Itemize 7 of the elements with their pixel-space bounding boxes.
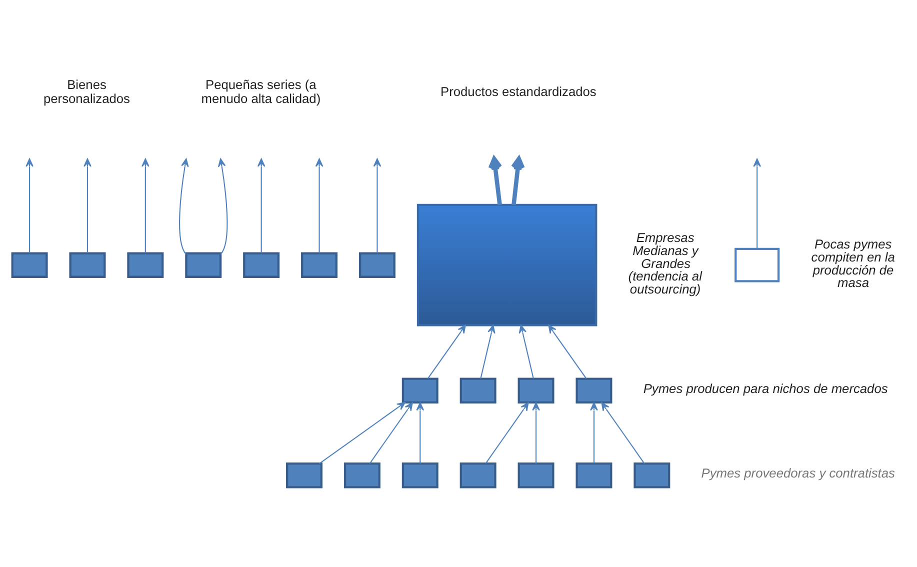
label: Bienes personalizados — [43, 76, 130, 106]
node-label: Pocas pymes compiten en la producción de masa — [811, 236, 895, 290]
label: Pequeñas series (a menudo alta calidad) — [201, 76, 321, 106]
label: Pymes producen para nichos de mercados — [643, 380, 888, 396]
node-label: Empresas Medianas y Grandes (tendencia al outsourcing) — [628, 230, 702, 296]
label: Productos estandardizados — [440, 83, 596, 98]
label: Pymes proveedoras y contratistas — [701, 465, 895, 480]
